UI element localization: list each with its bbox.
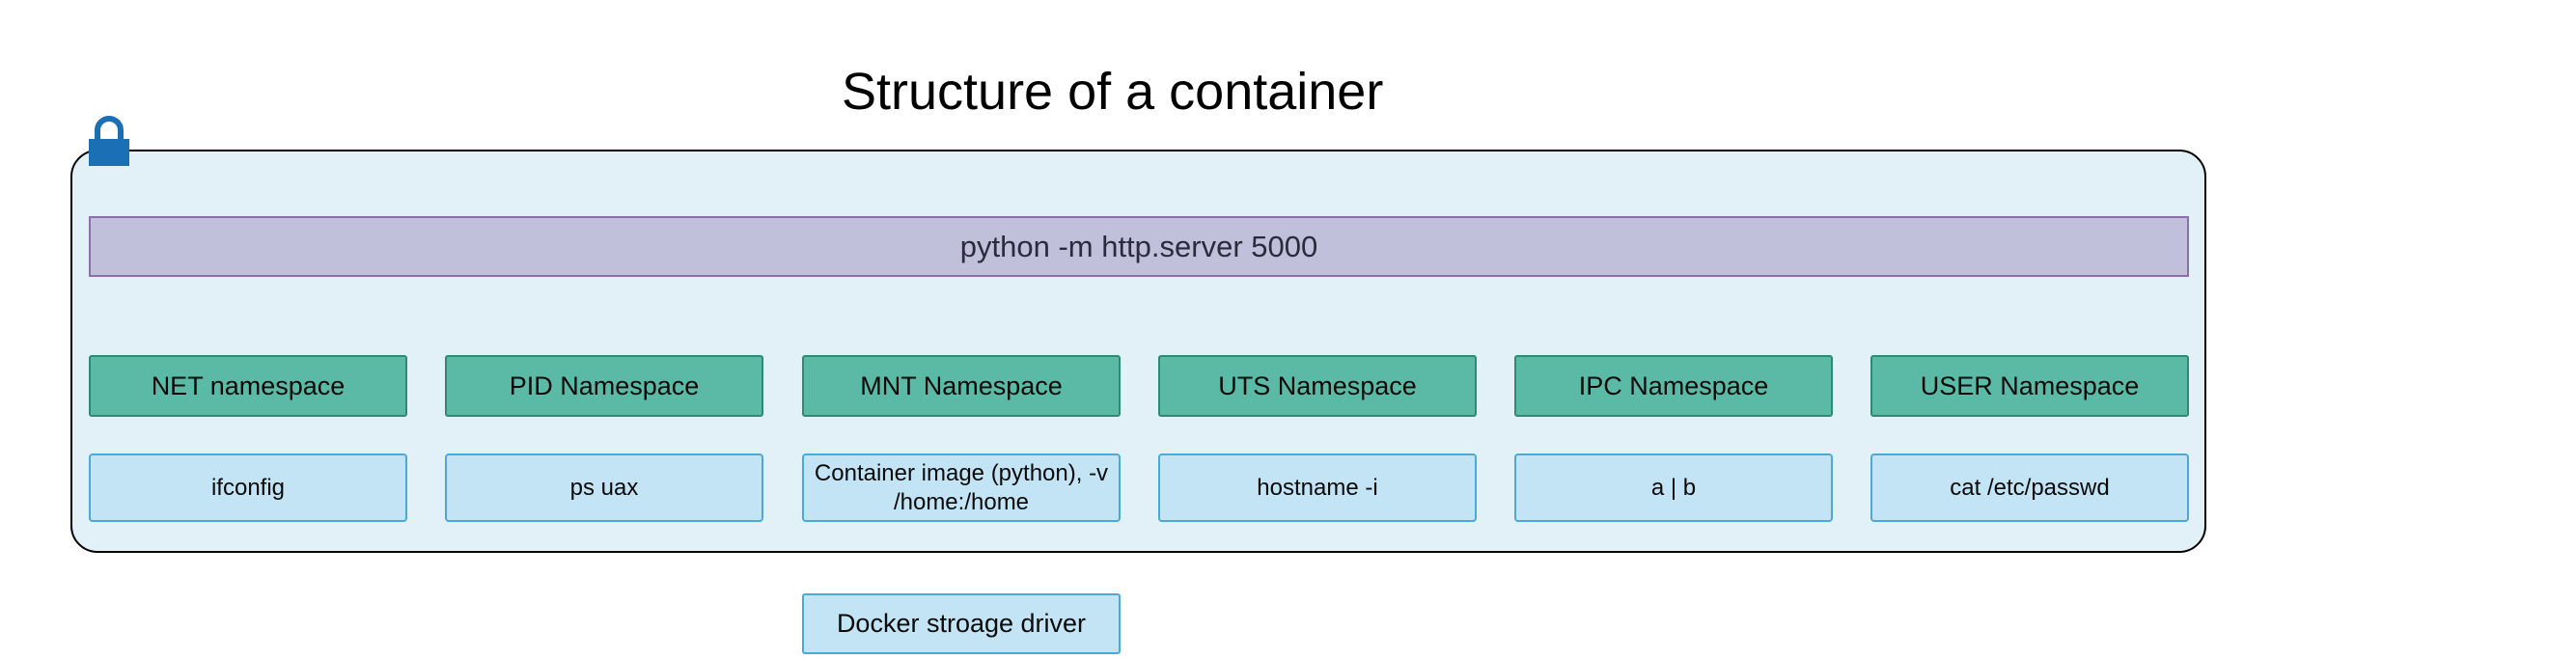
storage-driver-box: Docker stroage driver (802, 593, 1121, 654)
ipc-namespace-command: a | b (1514, 453, 1833, 522)
uts-namespace: UTS Namespace (1158, 355, 1477, 417)
process-command: python -m http.server 5000 (89, 216, 2189, 277)
ipc-namespace: IPC Namespace (1514, 355, 1833, 417)
mnt-namespace: MNT Namespace (802, 355, 1121, 417)
pid-namespace: PID Namespace (445, 355, 763, 417)
lock-icon (89, 116, 129, 166)
net-namespace: NET namespace (89, 355, 407, 417)
user-namespace: USER Namespace (1870, 355, 2189, 417)
pid-namespace-command: ps uax (445, 453, 763, 522)
user-namespace-command: cat /etc/passwd (1870, 453, 2189, 522)
uts-namespace-command: hostname -i (1158, 453, 1477, 522)
diagram-title: Structure of a container (842, 63, 1384, 121)
net-namespace-command: ifconfig (89, 453, 407, 522)
mnt-namespace-command: Container image (python), -v /home:/home (802, 453, 1121, 522)
